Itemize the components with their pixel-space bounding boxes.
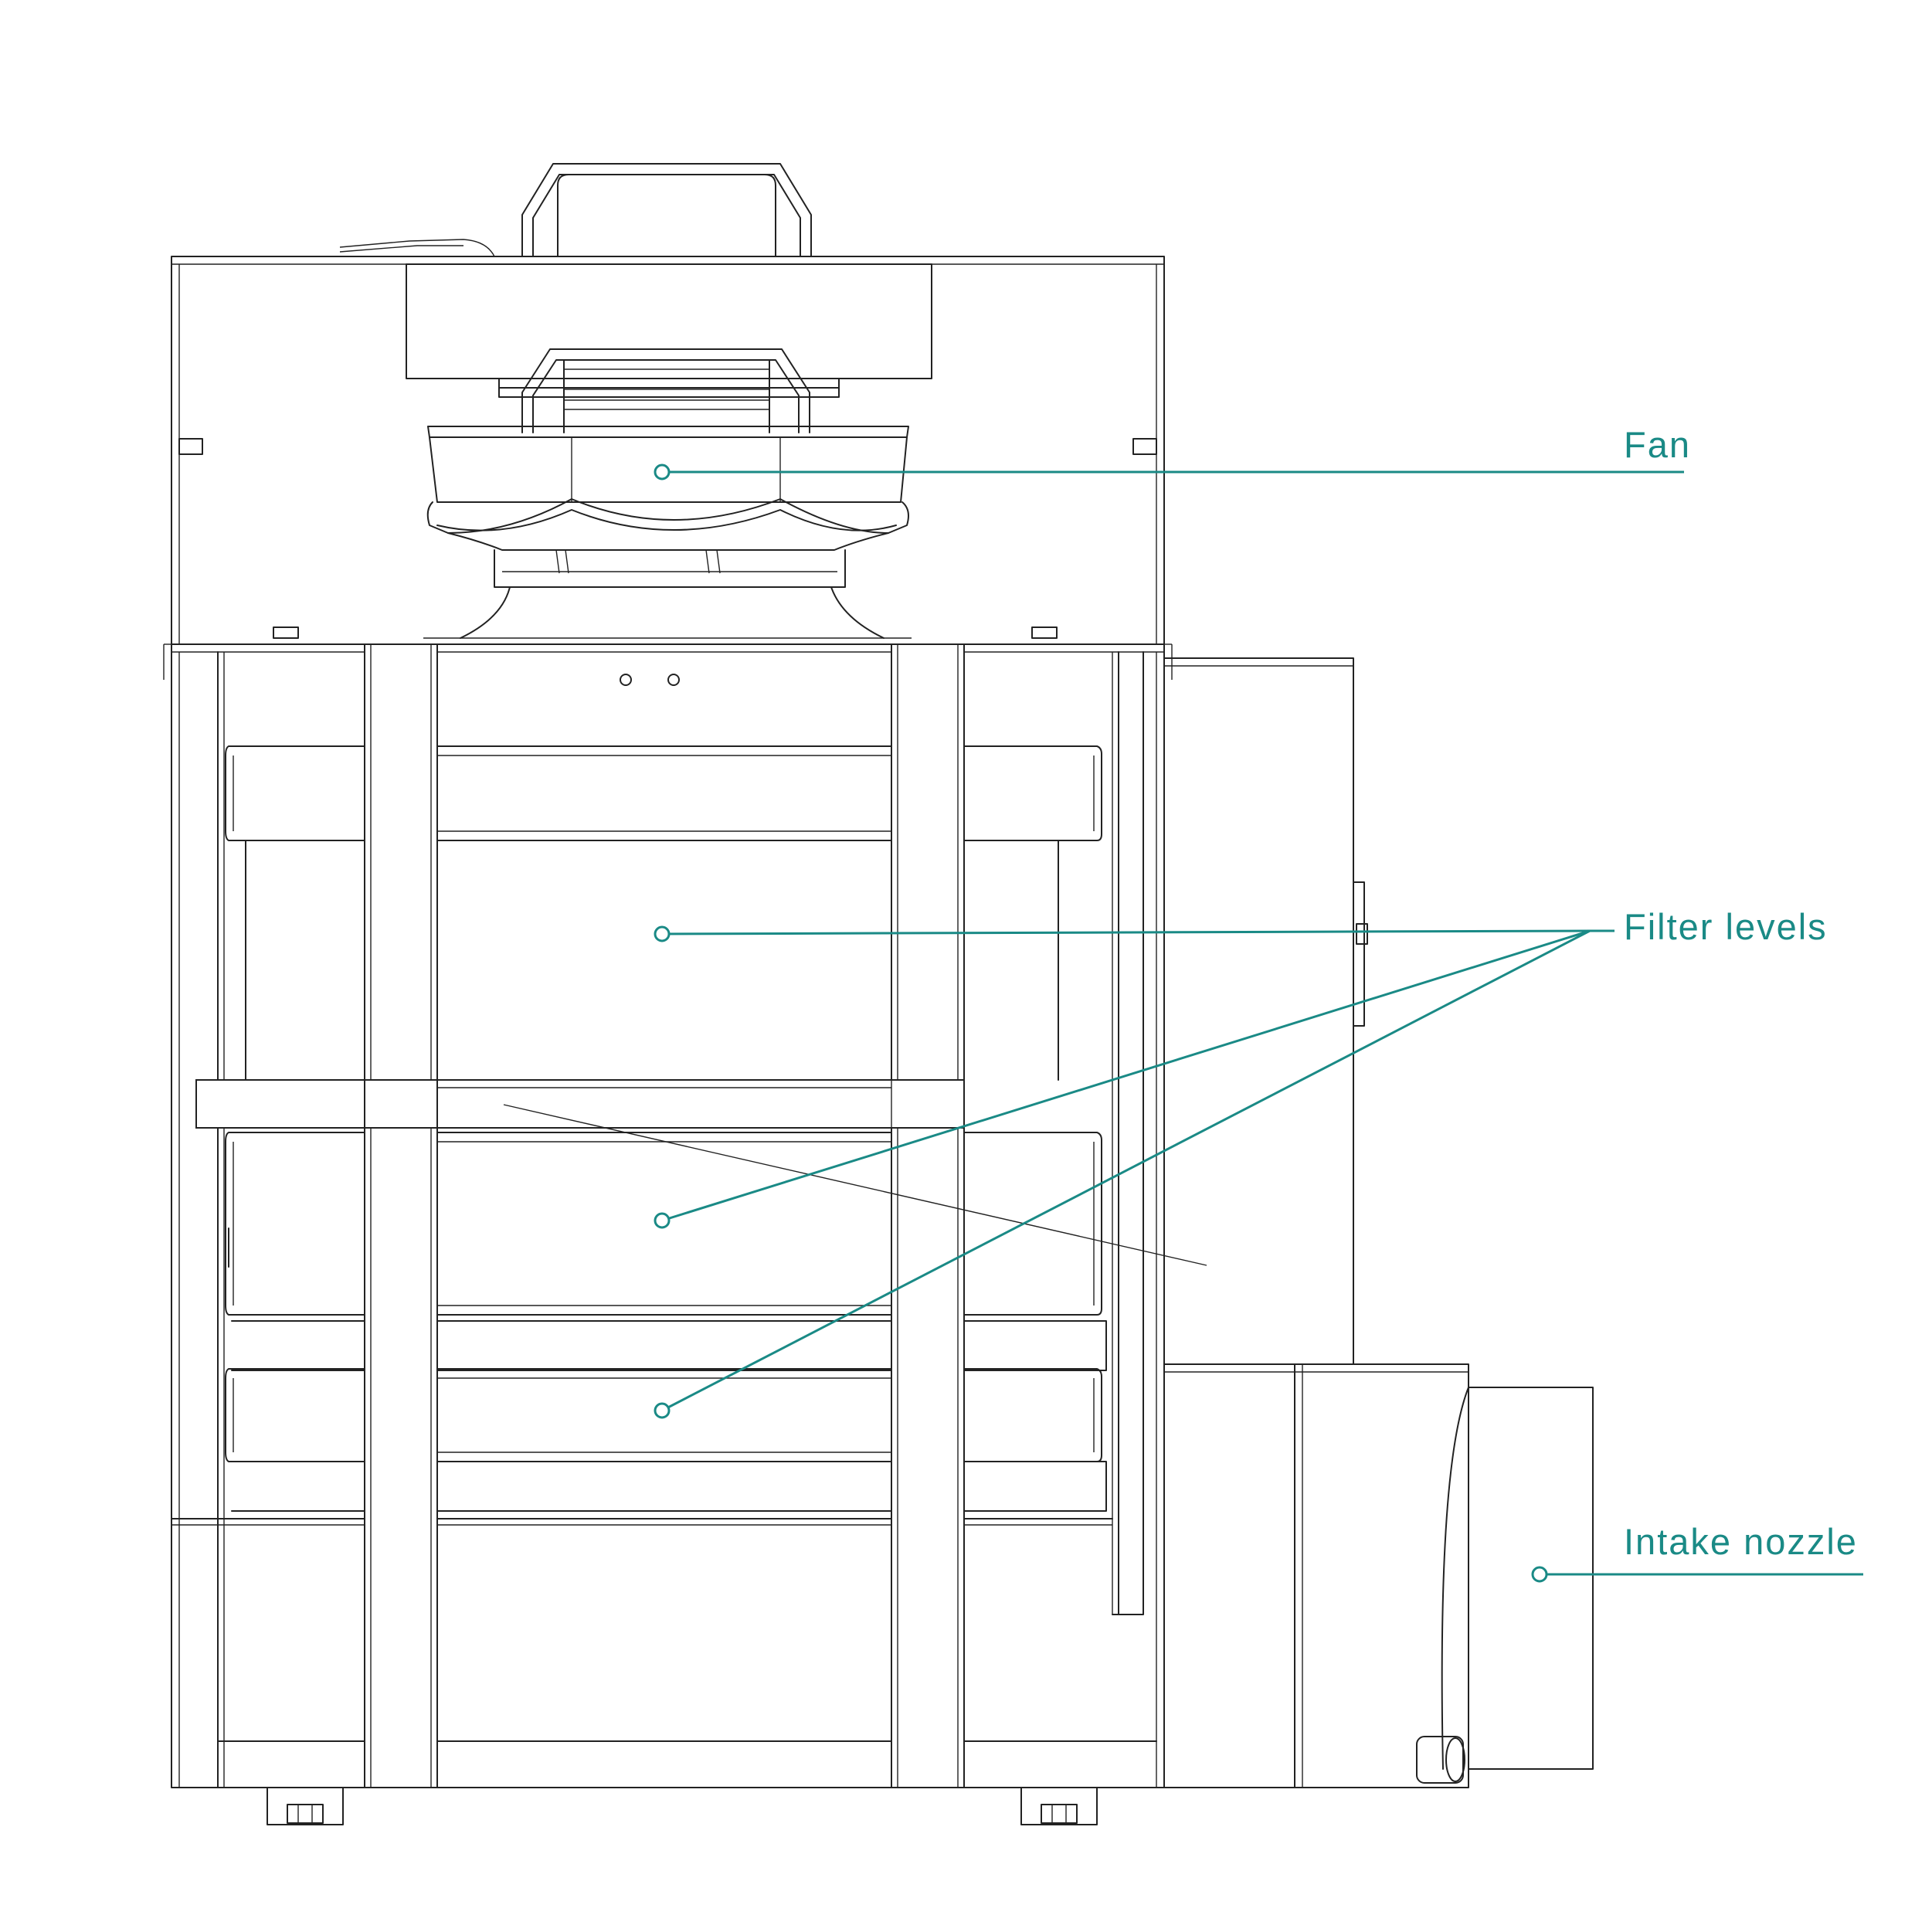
filter-tray-2 <box>225 1132 1107 1371</box>
callout-filter-levels <box>654 925 1615 1419</box>
label-fan: Fan <box>1624 424 1691 465</box>
section-line <box>503 1104 1207 1266</box>
filter-marker-3 <box>654 1402 671 1419</box>
callout-intake <box>1531 1566 1863 1583</box>
label-filter-levels: Filter levels <box>1624 906 1828 947</box>
intake-assembly <box>1163 1363 1594 1788</box>
filter-marker-2 <box>654 1212 671 1229</box>
filter-leader-1 <box>661 929 1591 935</box>
fan-housing <box>171 239 1165 645</box>
filter-leader-2 <box>661 929 1591 1222</box>
filter-body <box>163 643 1173 1788</box>
vertical-bars <box>364 643 965 1788</box>
fan-marker <box>654 463 671 480</box>
feet <box>267 1787 1098 1825</box>
top-handle <box>521 163 812 257</box>
fan-body <box>423 426 912 639</box>
fan-cover-box <box>406 263 932 379</box>
filter-tray-1 <box>225 745 1102 1081</box>
filter-tray-3 <box>225 1368 1107 1512</box>
callout-fan <box>654 463 1684 480</box>
intake-marker <box>1531 1566 1548 1583</box>
middle-rail <box>195 1079 965 1129</box>
label-intake-nozzle: Intake nozzle <box>1624 1521 1858 1562</box>
side-duct <box>1163 657 1368 1365</box>
filter-leader-3 <box>661 929 1591 1412</box>
filter-marker-1 <box>654 925 671 942</box>
fan-handle <box>521 348 810 433</box>
